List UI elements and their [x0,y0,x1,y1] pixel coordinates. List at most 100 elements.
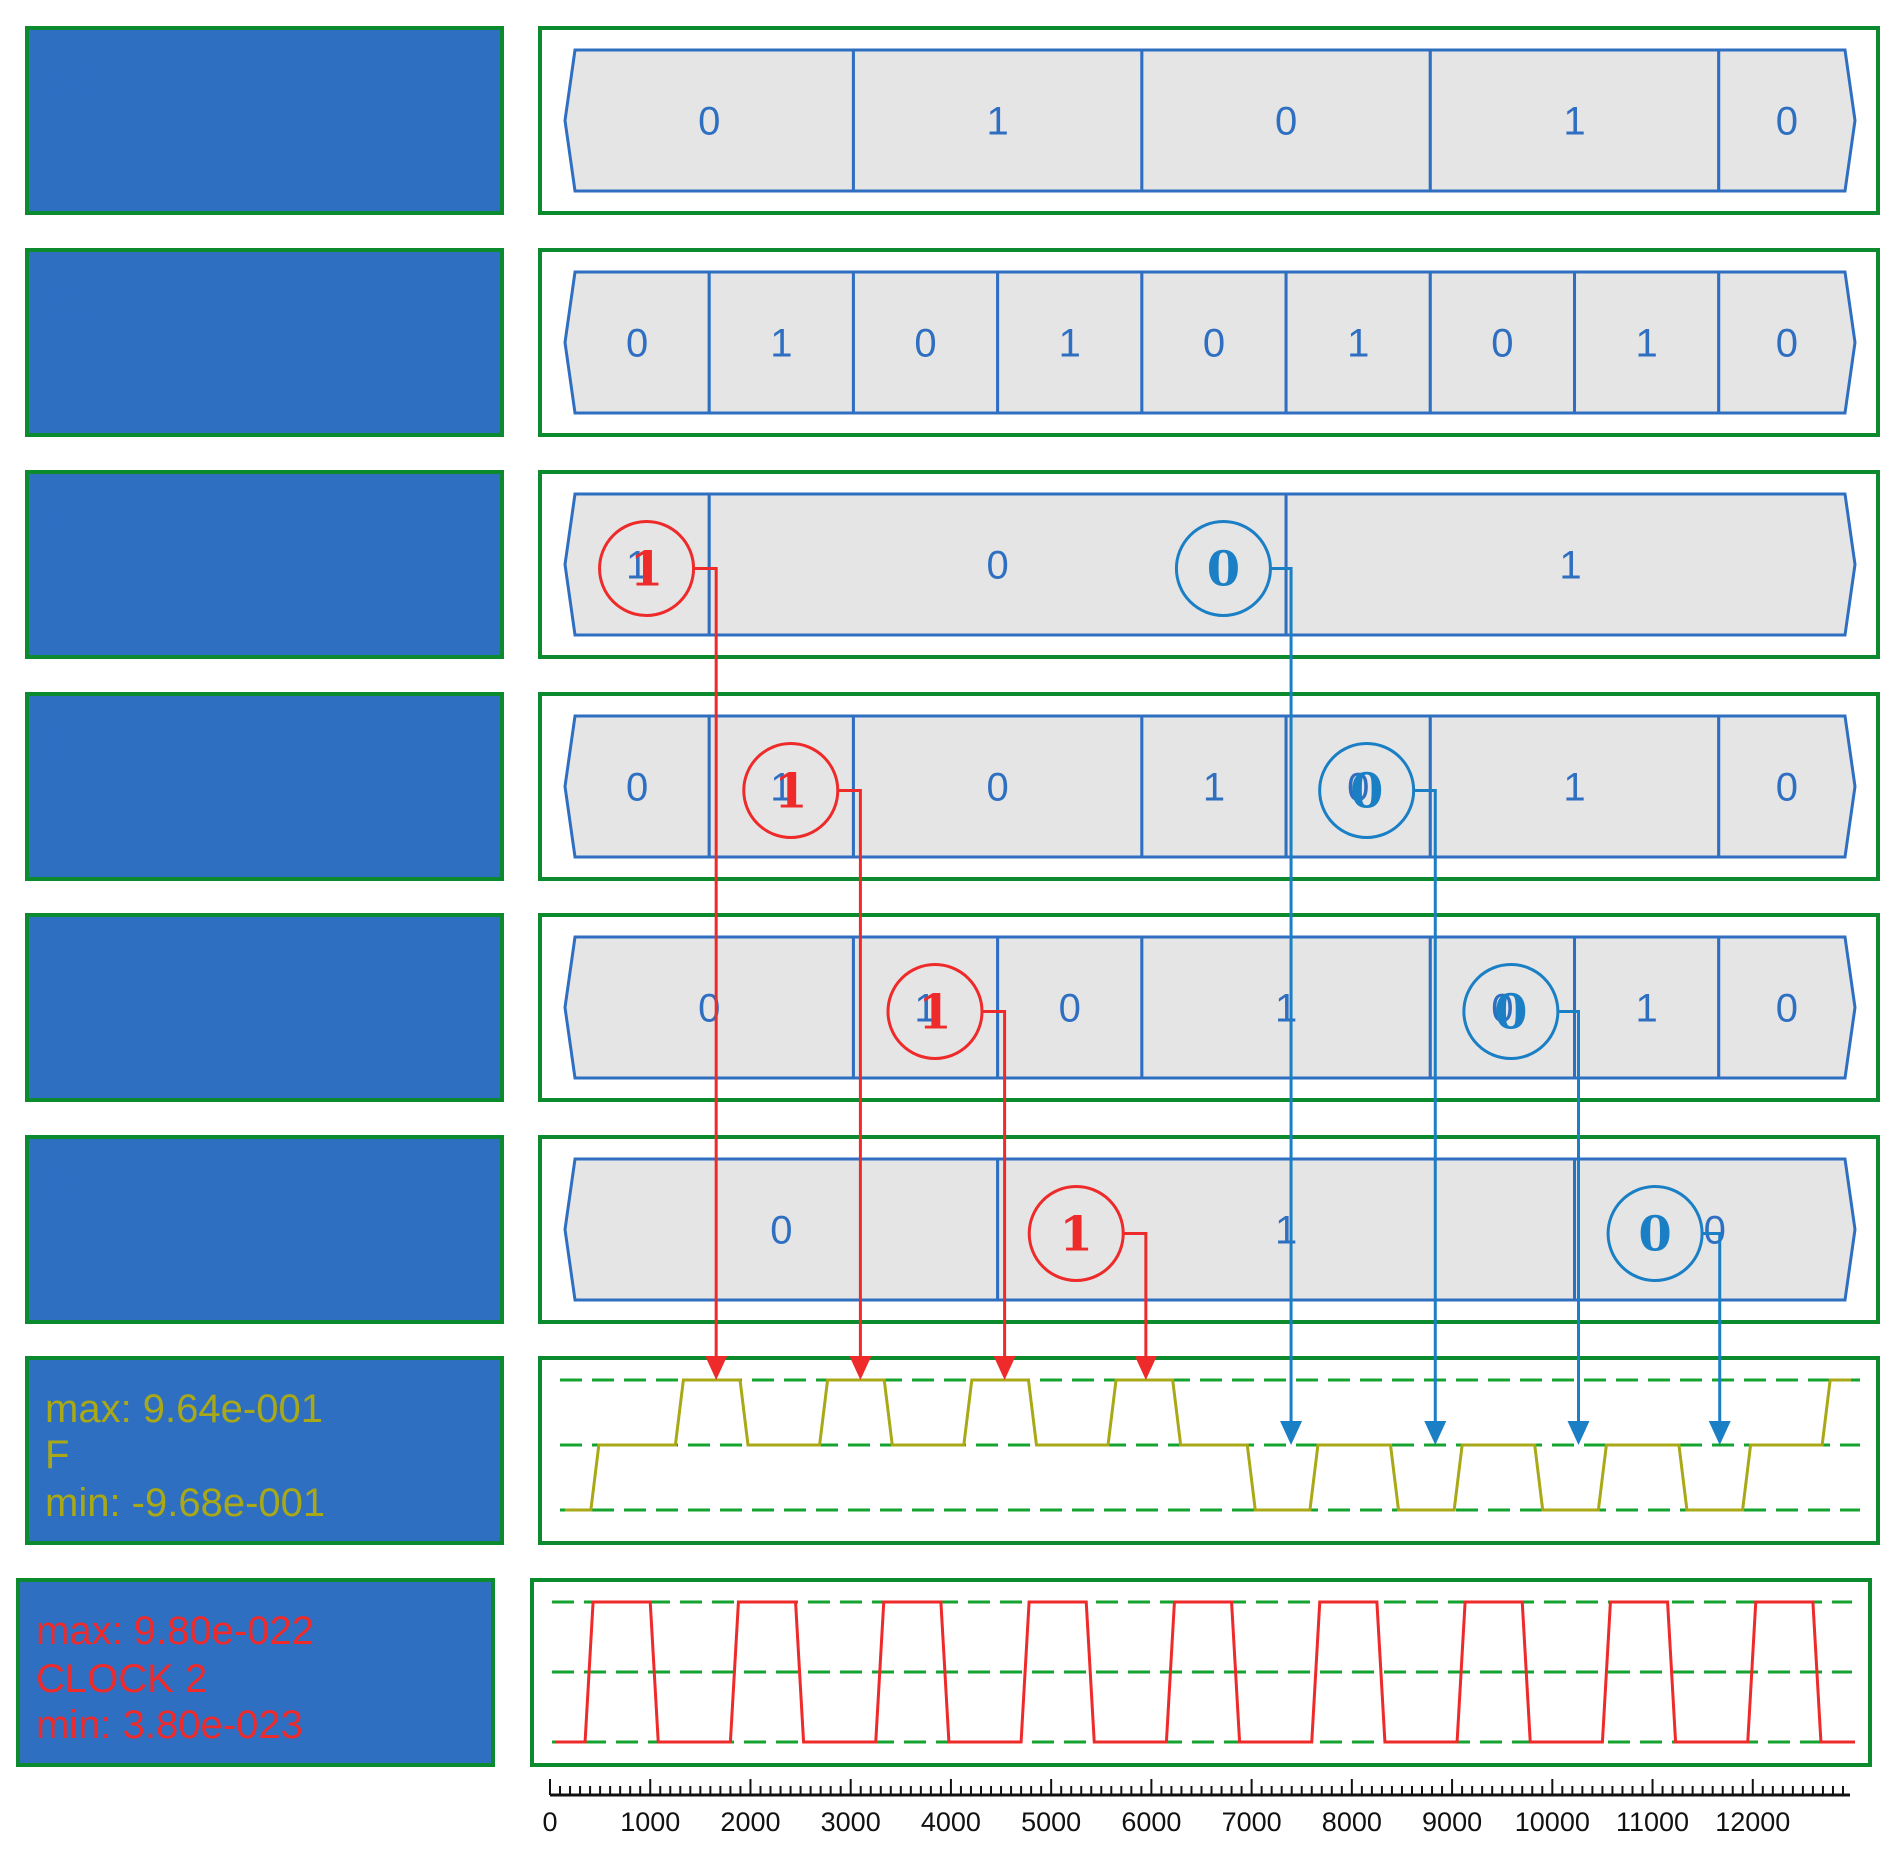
marker-connector [981,1010,1007,1362]
wave-box [538,26,1880,215]
bus-segment [1284,492,1857,637]
label-f-max: max: 9.64e-001 [45,1387,323,1431]
bus-value: 0 [770,1209,792,1253]
analog-waveforms [552,1378,1860,1744]
bus-value: 0 [698,100,720,144]
label-box [25,1135,504,1324]
axis-tick-label: 9000 [1422,1807,1482,1837]
label-s1: S1 [45,278,96,325]
axis-tick-label: 7000 [1222,1807,1282,1837]
marker-value: 1 [1060,1207,1093,1263]
label-b: B [45,722,73,769]
label-box [25,248,504,437]
axis-tick-label: 0 [542,1807,557,1837]
bus-segment [1573,1157,1857,1302]
marker-arrowhead [1424,1421,1447,1445]
marker-arrowhead [1567,1421,1590,1445]
wave-box [538,913,1880,1102]
bus-value: 1 [1636,322,1658,366]
bus-value: 1 [770,322,792,366]
label-clock-max: max: 9.80e-022 [36,1609,314,1653]
bus-value: 1 [1559,544,1581,588]
bus-value: 0 [626,322,648,366]
bus-value: 1 [914,987,936,1031]
marker-value: 1 [918,985,951,1041]
marker-blue-b: 0 [1318,742,1447,1445]
axis-tick-label: 1000 [620,1807,680,1837]
bus-value: 1 [1563,766,1585,810]
bus-value: 1 [1275,987,1297,1031]
marker-arrowhead [849,1356,872,1380]
marker-connector [1413,789,1437,1427]
bus-value: 1 [1347,322,1369,366]
panel-frames [16,26,1880,1767]
bus-value: 0 [1776,987,1798,1031]
bus-segment [1717,714,1857,859]
f-waveform [565,1378,1851,1512]
axis-tick-label: 4000 [921,1807,981,1837]
marker-connector [693,567,718,1362]
axis-tick-label: 5000 [1021,1807,1081,1837]
marker-connector [1557,1010,1580,1427]
marker-blue-d: 0 [1606,1185,1731,1445]
bus-value: 0 [1203,322,1225,366]
marker-blue-c: 0 [1462,963,1590,1445]
bus-value: 0 [914,322,936,366]
wave-box [530,1578,1872,1767]
bus-segment [1717,935,1857,1080]
bus-value: 1 [1275,1209,1297,1253]
signal-labels: S0 S1 A B C D max: 9.64e-001 F min: -9.6… [36,58,325,1747]
bus-value: 0 [987,544,1009,588]
marker-arrowhead [1280,1421,1303,1445]
bus-value: 0 [1704,1209,1726,1253]
marker-value: 0 [1638,1207,1671,1263]
marker-arrowhead [705,1356,728,1380]
marker-value: 0 [1494,985,1527,1041]
axis-tick-label: 2000 [720,1807,780,1837]
bus-value: 1 [1203,766,1225,810]
axis-tick-label: 8000 [1322,1807,1382,1837]
wave-box [538,1356,1880,1545]
clock-waveform [555,1600,1855,1744]
bus-segment [1717,48,1857,193]
wave-box [538,692,1880,881]
bus-value: 1 [1563,100,1585,144]
bus-value: 0 [1491,322,1513,366]
marker-value: 1 [630,542,663,598]
bus-value: 0 [626,766,648,810]
wave-box [538,248,1880,437]
marker-blue-a: 0 [1174,520,1303,1445]
bus-value: 1 [626,544,648,588]
bus-d: 0 1 0 [563,1157,1857,1302]
marker-arrowhead [1708,1421,1731,1445]
bus-value: 0 [1776,766,1798,810]
label-s0: S0 [45,58,96,105]
marker-arrowhead [993,1356,1016,1380]
bus-segment [1717,270,1857,415]
label-clock-name: CLOCK 2 [36,1657,207,1701]
axis-tick-label: 12000 [1715,1807,1790,1837]
marker-red-c: 1 [886,963,1016,1380]
marker-value: 0 [1207,542,1240,598]
label-clock-min: min: 3.80e-023 [36,1703,303,1747]
axis-tick-label: 11000 [1616,1807,1689,1837]
bus-value: 0 [1275,100,1297,144]
label-box [25,470,504,659]
wave-box [538,1135,1880,1324]
bus-value: 0 [1059,987,1081,1031]
axis-tick-label: 3000 [821,1807,881,1837]
label-a: A [45,500,73,547]
marker-red-d: 1 [1027,1185,1157,1380]
label-f-min: min: -9.68e-001 [45,1481,325,1525]
label-f-name: F [45,1433,69,1477]
marker-red-a: 1 [598,520,728,1380]
bus-value: 1 [770,766,792,810]
bus-value: 1 [1059,322,1081,366]
